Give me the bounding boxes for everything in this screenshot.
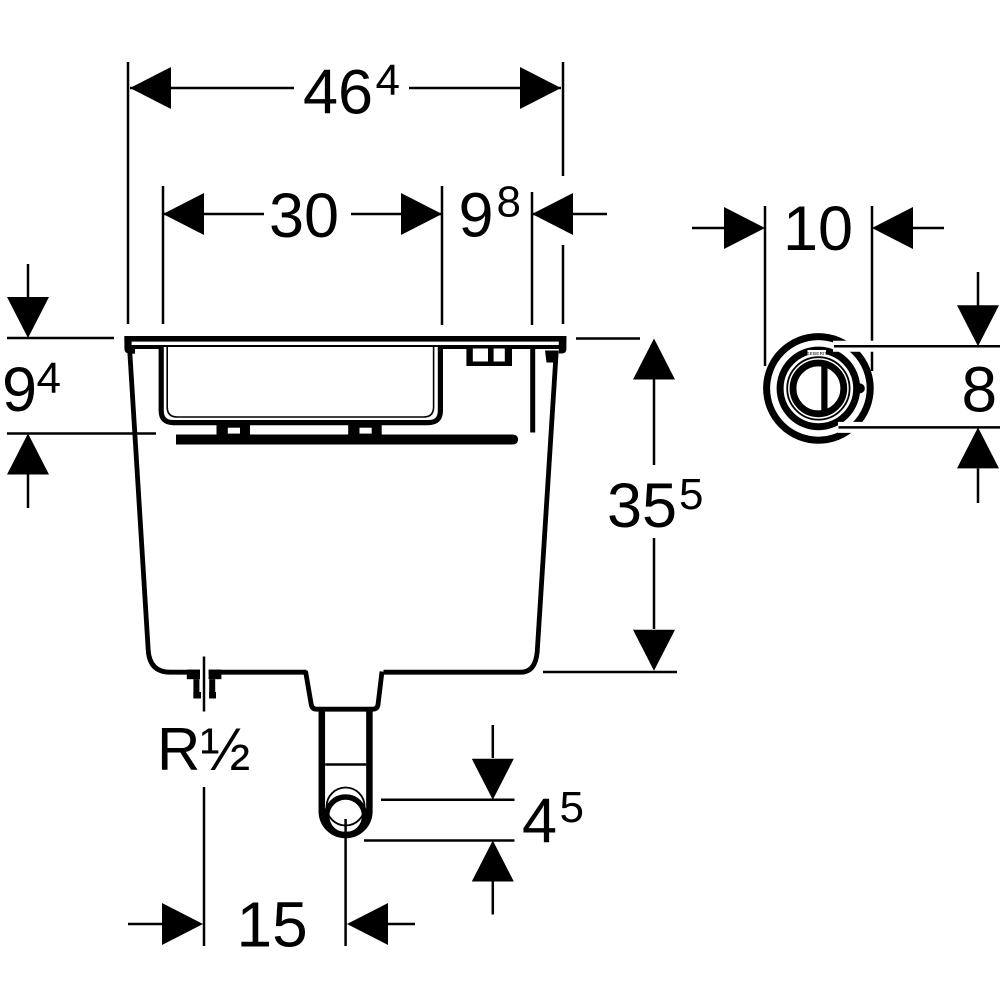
svg-text:35: 35 [607,471,677,541]
svg-text:5: 5 [560,783,584,832]
svg-text:30: 30 [269,181,339,251]
svg-text:46: 46 [303,58,373,128]
svg-text:4: 4 [522,787,557,857]
svg-text:R½: R½ [157,716,250,783]
svg-text:15: 15 [237,889,308,961]
svg-text:10: 10 [783,194,853,264]
svg-text:5: 5 [679,470,703,519]
svg-text:4: 4 [376,56,400,105]
svg-text:9: 9 [2,355,37,425]
svg-text:GEBERIT: GEBERIT [806,351,828,356]
svg-text:9: 9 [459,181,494,251]
svg-text:8: 8 [962,354,998,426]
svg-text:4: 4 [37,354,61,403]
svg-text:8: 8 [497,178,521,227]
